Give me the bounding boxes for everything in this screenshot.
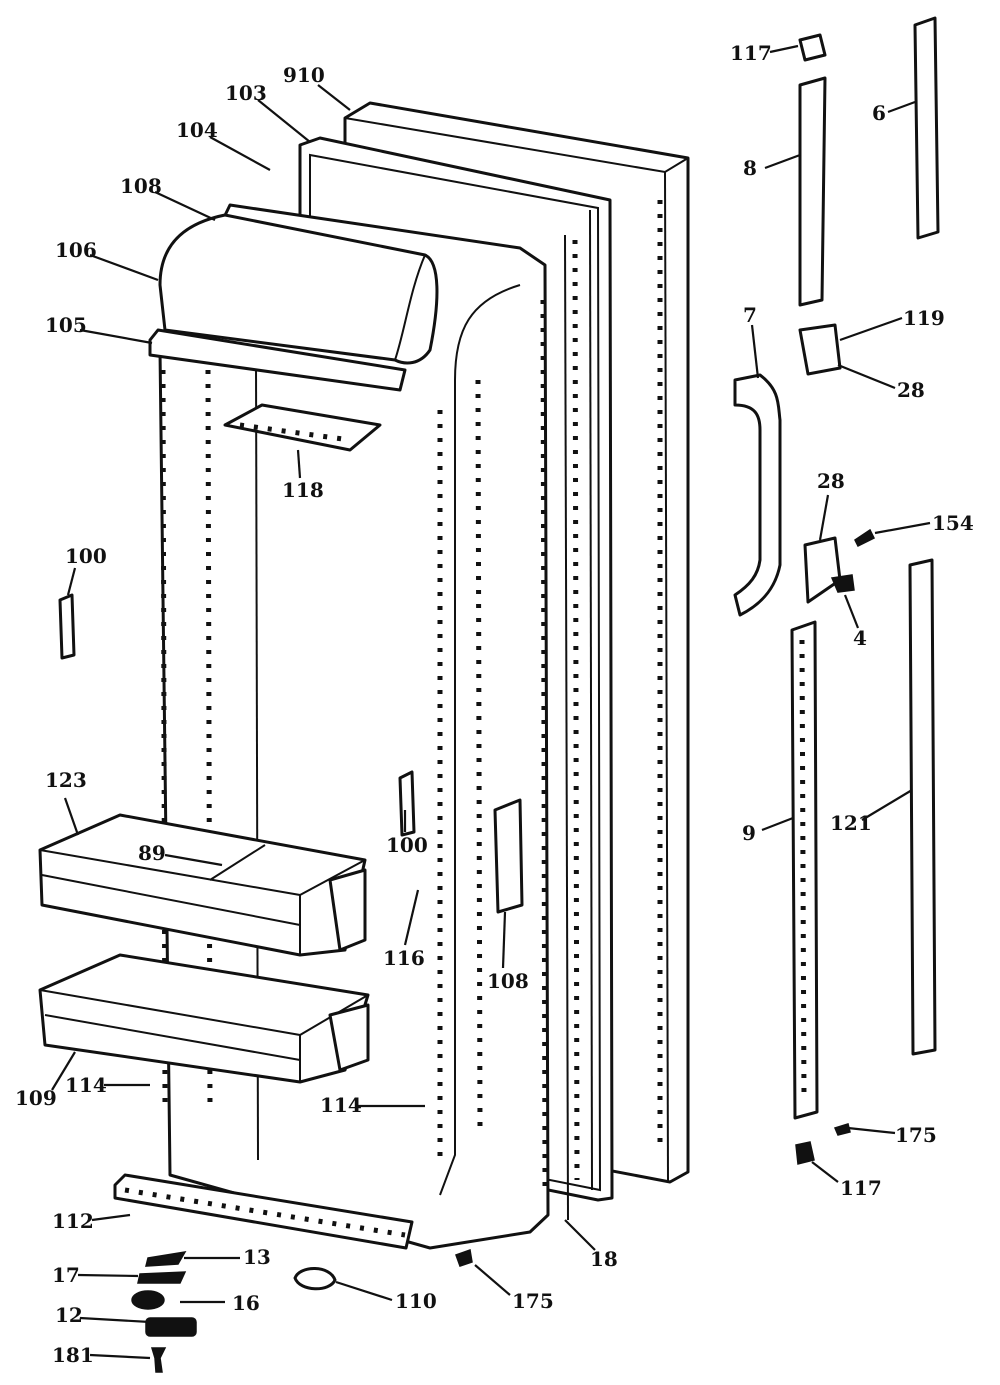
callout-18: 18 [590,1247,618,1271]
callout-116: 116 [383,946,425,970]
rack-clip [58,593,524,914]
callout-8: 8 [743,156,757,180]
callout-89: 89 [138,841,166,865]
callout-108-bottom: 108 [487,969,529,993]
dairy-door [148,213,439,392]
handle-parts [733,16,940,1165]
callout-110: 110 [395,1289,437,1313]
callout-117-top: 117 [730,41,772,65]
bottom-trim [113,1173,414,1250]
callout-114-right: 114 [320,1093,362,1117]
callout-106: 106 [55,238,97,262]
callout-117-bottom: 117 [840,1176,882,1200]
callout-labels: 910 103 104 108 106 105 118 100 123 89 1… [15,41,974,1367]
hinge-hardware [131,1248,473,1373]
callout-109: 109 [15,1086,57,1110]
callout-910: 910 [283,63,325,87]
callout-4: 4 [853,626,867,650]
callout-175-right: 175 [895,1123,937,1147]
door-bin-upper [38,813,367,957]
callout-16: 16 [232,1291,260,1315]
callout-154: 154 [932,511,974,535]
callout-6: 6 [872,101,886,125]
small-shelf [223,403,382,452]
callout-119: 119 [903,306,945,330]
callout-17: 17 [52,1263,80,1287]
callout-118: 118 [282,478,324,502]
callout-175-bottom: 175 [512,1289,554,1313]
callout-12: 12 [55,1303,83,1327]
callout-100-left: 100 [65,544,107,568]
callout-7: 7 [743,303,757,327]
callout-108-top: 108 [120,174,162,198]
callout-181: 181 [52,1343,94,1367]
callout-9: 9 [742,821,756,845]
callout-104: 104 [176,118,218,142]
callout-112: 112 [52,1209,94,1233]
door-bin-lower [38,953,370,1084]
callout-28-lower: 28 [817,469,845,493]
callout-114-left: 114 [65,1073,107,1097]
callout-28-upper: 28 [897,378,925,402]
callout-121: 121 [830,811,872,835]
callout-100-mid: 100 [386,833,428,857]
callout-123: 123 [45,768,87,792]
callout-105: 105 [45,313,87,337]
callout-13: 13 [243,1245,271,1269]
leader-lines [51,44,931,1360]
callout-103: 103 [225,81,267,105]
